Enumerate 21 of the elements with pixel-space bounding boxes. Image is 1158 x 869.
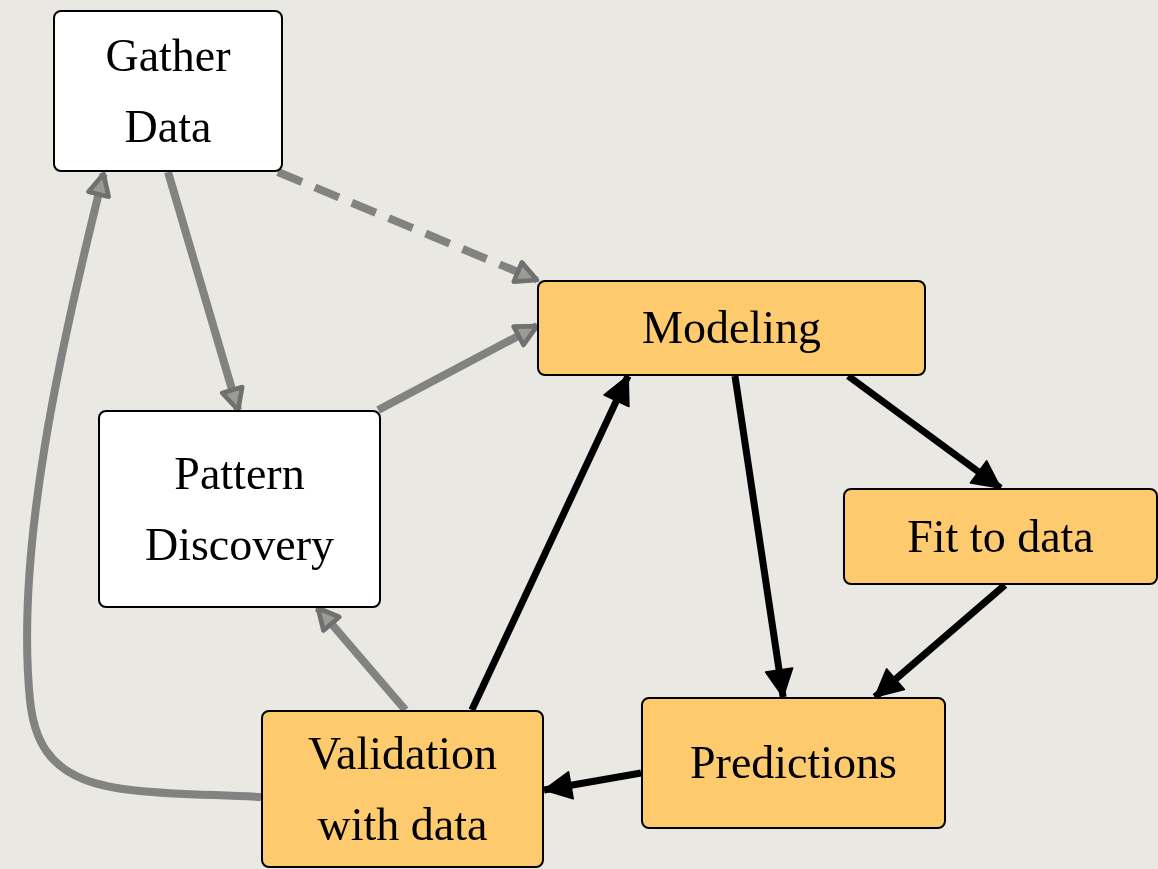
process-box — [53, 10, 283, 172]
arrow — [23, 171, 262, 802]
arrow — [276, 168, 540, 284]
process-box — [98, 410, 381, 608]
process-box — [261, 710, 544, 868]
process-box — [641, 697, 946, 829]
box-label: Pattern Discovery — [143, 446, 336, 572]
arrow — [164, 170, 245, 413]
box-label: Gather Data — [104, 28, 232, 154]
box-label: Modeling — [642, 301, 821, 356]
process-box — [843, 488, 1158, 585]
box-label: Predictions — [690, 736, 897, 791]
arrow — [846, 373, 1003, 491]
arrow — [872, 582, 1008, 700]
arrow — [731, 375, 794, 698]
arrow — [314, 605, 409, 713]
process-box — [537, 280, 926, 376]
arrow — [543, 769, 642, 800]
box-label: Fit to data — [907, 509, 1094, 564]
box-label: Validation with data — [306, 726, 499, 852]
arrow — [468, 374, 632, 712]
